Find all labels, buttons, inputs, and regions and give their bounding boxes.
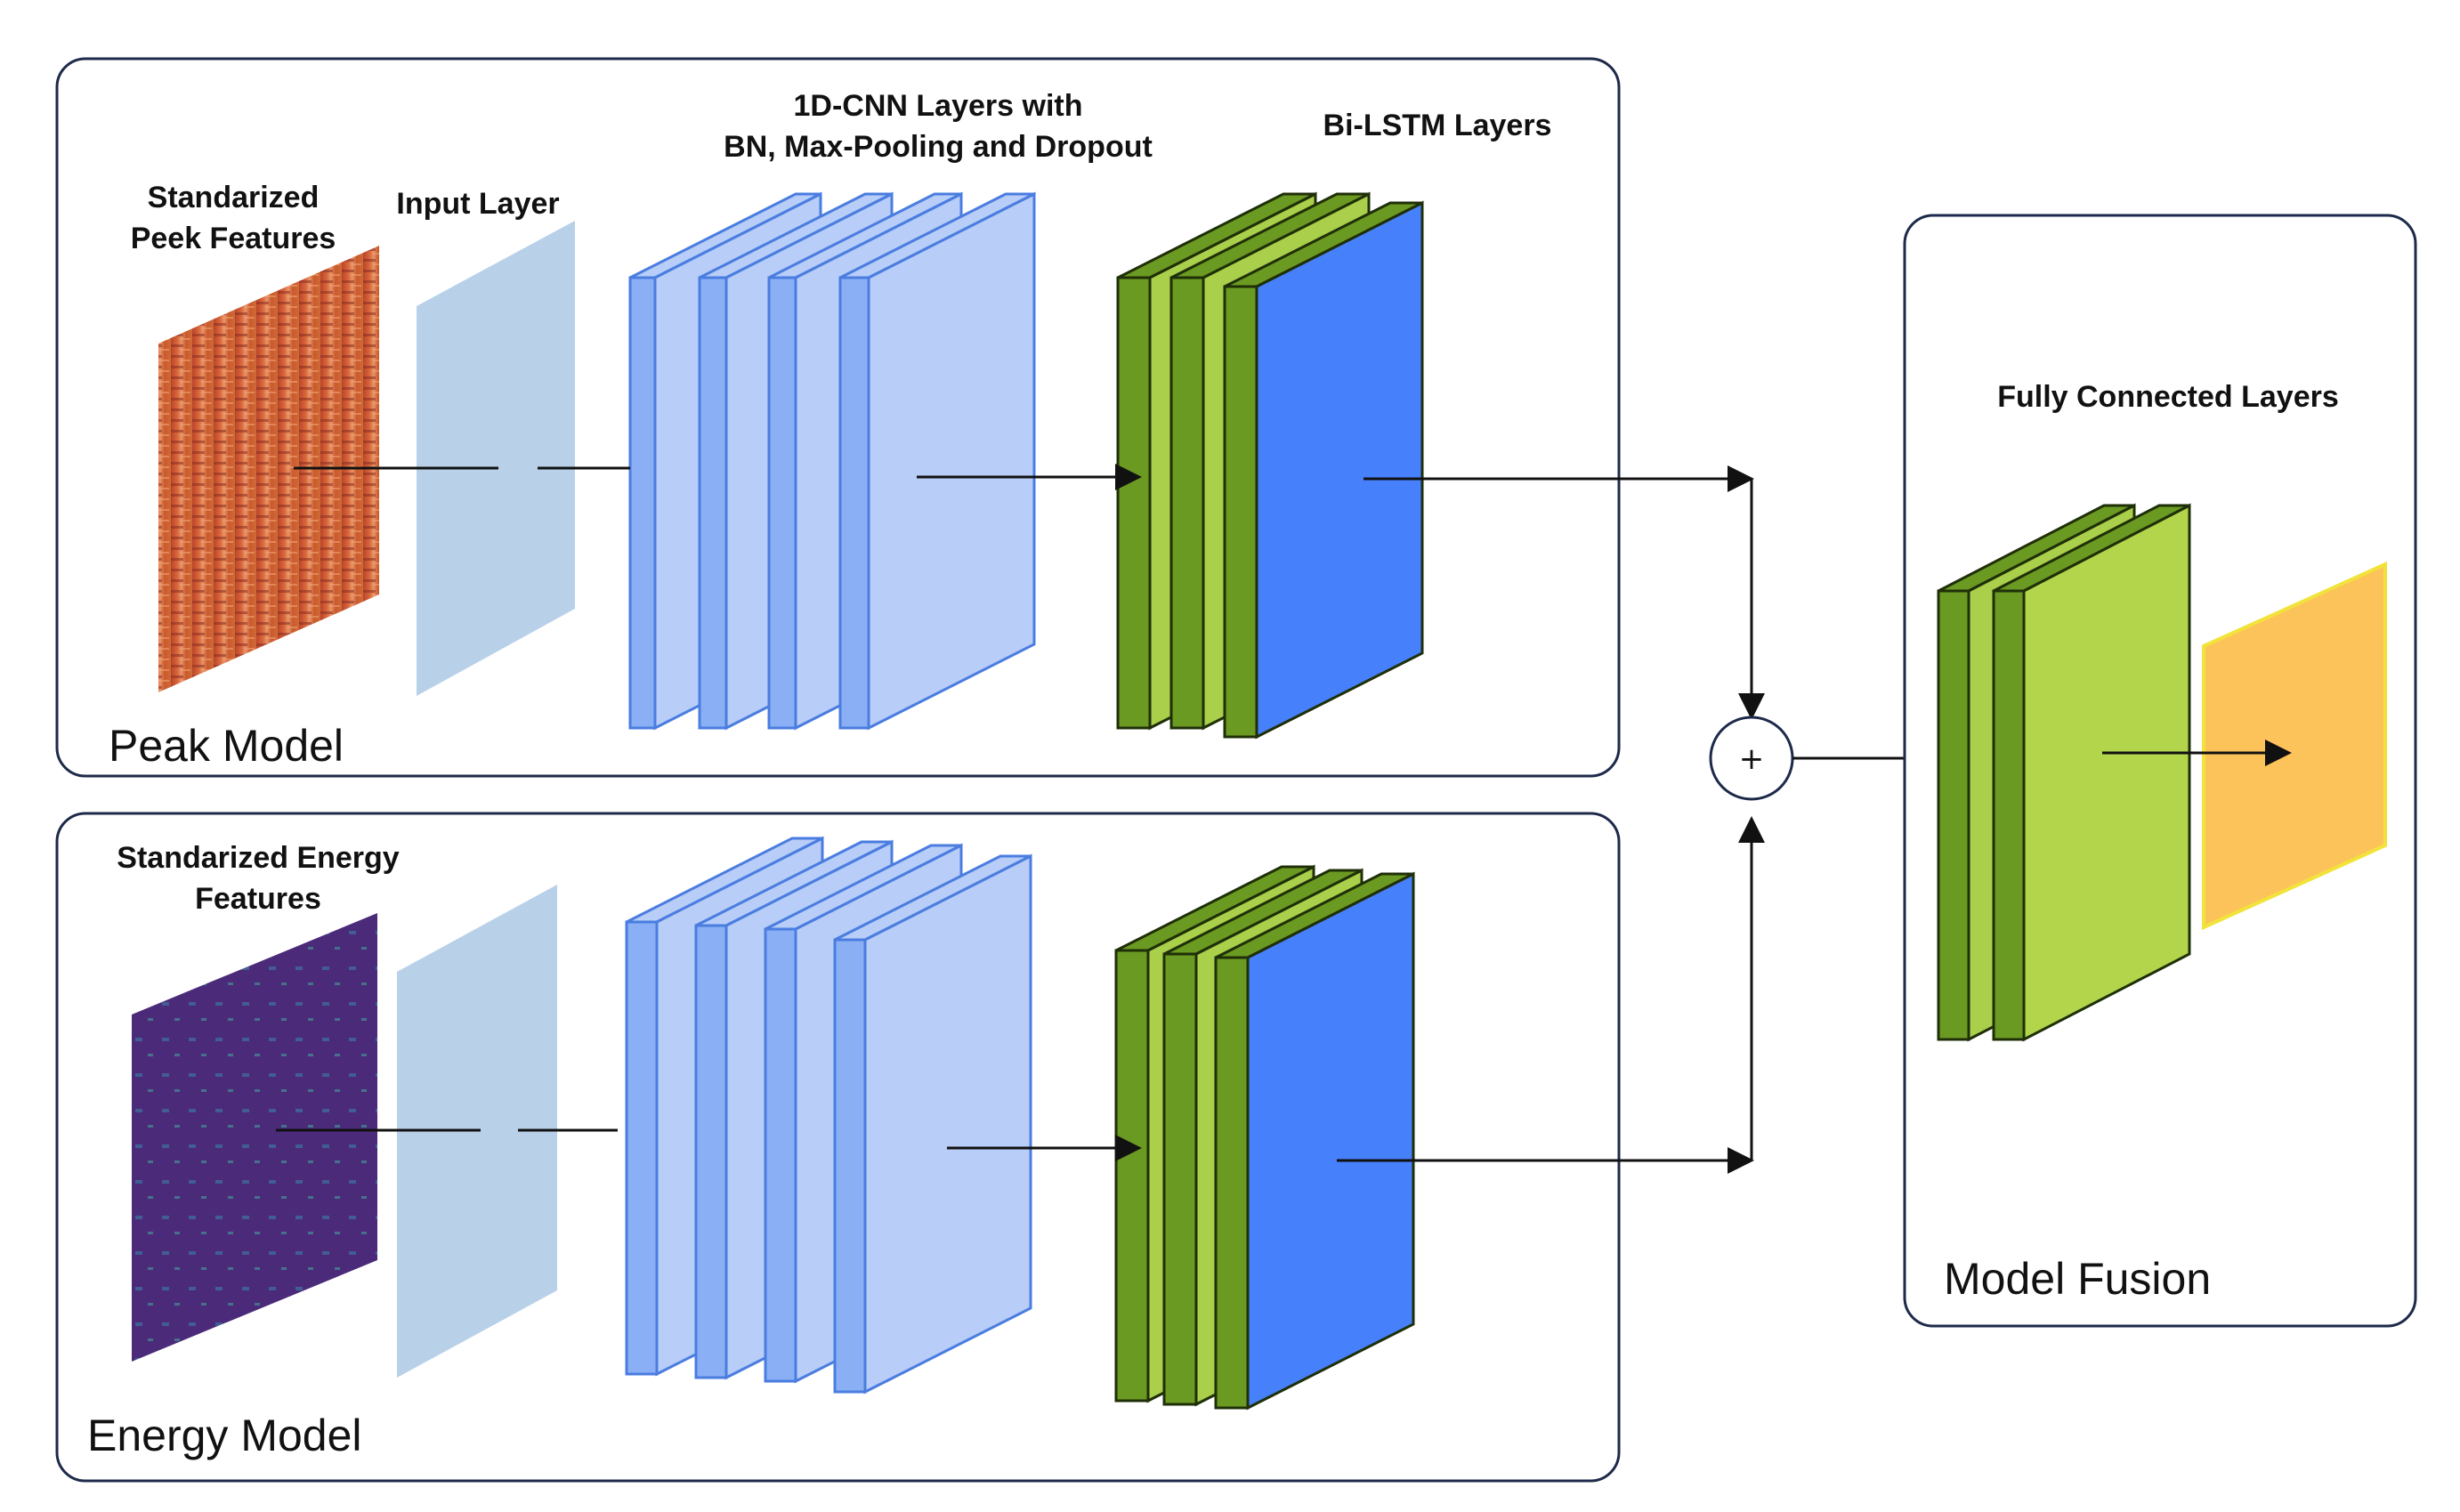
peak-model-panel: Peak Model Standarized Peek Features Inp… <box>55 57 1754 778</box>
energy-features-label-2: Features <box>195 882 321 916</box>
energy-cnn-stack <box>625 836 1032 1395</box>
peak-cnn-layer <box>838 191 1036 731</box>
fusion-fc-label: Fully Connected Layers <box>1997 380 2339 414</box>
energy-model-title: Energy Model <box>87 1411 362 1460</box>
energy-cnn-layer <box>833 853 1032 1395</box>
fusion-panel: Fully Connected Layers Model Fusion <box>1903 214 2417 1328</box>
energy-features-label-1: Standarized Energy <box>117 841 400 875</box>
peak-cnn-stack <box>628 191 1036 731</box>
peak-bilstm-stack <box>1116 191 1424 740</box>
sum-node: + <box>1709 716 1794 801</box>
peak-input-layer <box>417 221 575 696</box>
energy-model-panel: Energy Model Standarized Energy Features <box>55 812 1754 1483</box>
output-layer <box>2202 561 2387 931</box>
peak-cnn-label-1: 1D-CNN Layers with <box>794 89 1083 123</box>
peak-model-title: Peak Model <box>109 721 344 771</box>
sum-node-symbol: + <box>1739 741 1765 777</box>
peak-input-layer-label: Input Layer <box>396 187 559 221</box>
peak-features-label-2: Peek Features <box>131 222 336 255</box>
peak-features-label-1: Standarized <box>148 181 320 214</box>
peak-feature-heatmap <box>158 246 379 692</box>
fc-layer <box>1992 503 2191 1042</box>
fusion-title: Model Fusion <box>1944 1254 2211 1304</box>
peak-bilstm-layer <box>1223 200 1424 740</box>
energy-bilstm-layer <box>1214 871 1415 1411</box>
peak-cnn-label-2: BN, Max-Pooling and Dropout <box>724 130 1153 164</box>
peak-bilstm-label: Bi-LSTM Layers <box>1323 109 1552 142</box>
energy-feature-heatmap <box>132 913 377 1362</box>
fc-stack <box>1937 503 2191 1042</box>
energy-bilstm-stack <box>1114 864 1415 1411</box>
